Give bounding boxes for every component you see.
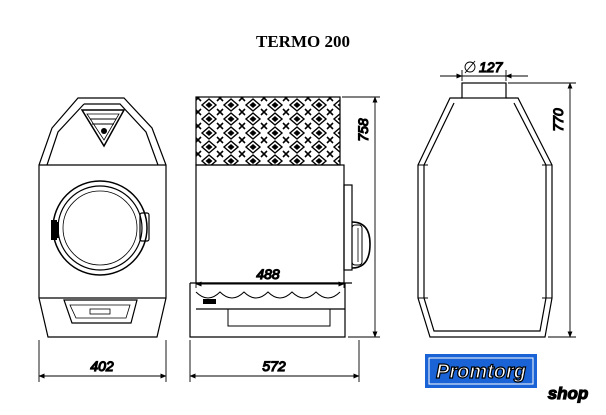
dim-grate-width: 488 xyxy=(256,266,280,282)
promtorg-logo: Promtorg shop xyxy=(425,354,589,404)
logo-background xyxy=(425,354,537,388)
drawing-title: TERMO 200 xyxy=(256,32,350,51)
dim-front-width: 402 xyxy=(90,358,114,374)
logo-text-promtorg: Promtorg xyxy=(436,361,526,383)
logo-text-shop: shop xyxy=(548,384,589,403)
rear-view xyxy=(417,82,553,338)
dim-side-width: 572 xyxy=(262,358,286,374)
front-view xyxy=(38,97,167,338)
dimension-lines xyxy=(38,60,576,382)
dim-total-height: 770 xyxy=(550,108,566,132)
side-view xyxy=(189,96,371,338)
dim-side-height: 758 xyxy=(355,118,371,142)
dim-flue-diameter: 127 xyxy=(479,59,504,75)
